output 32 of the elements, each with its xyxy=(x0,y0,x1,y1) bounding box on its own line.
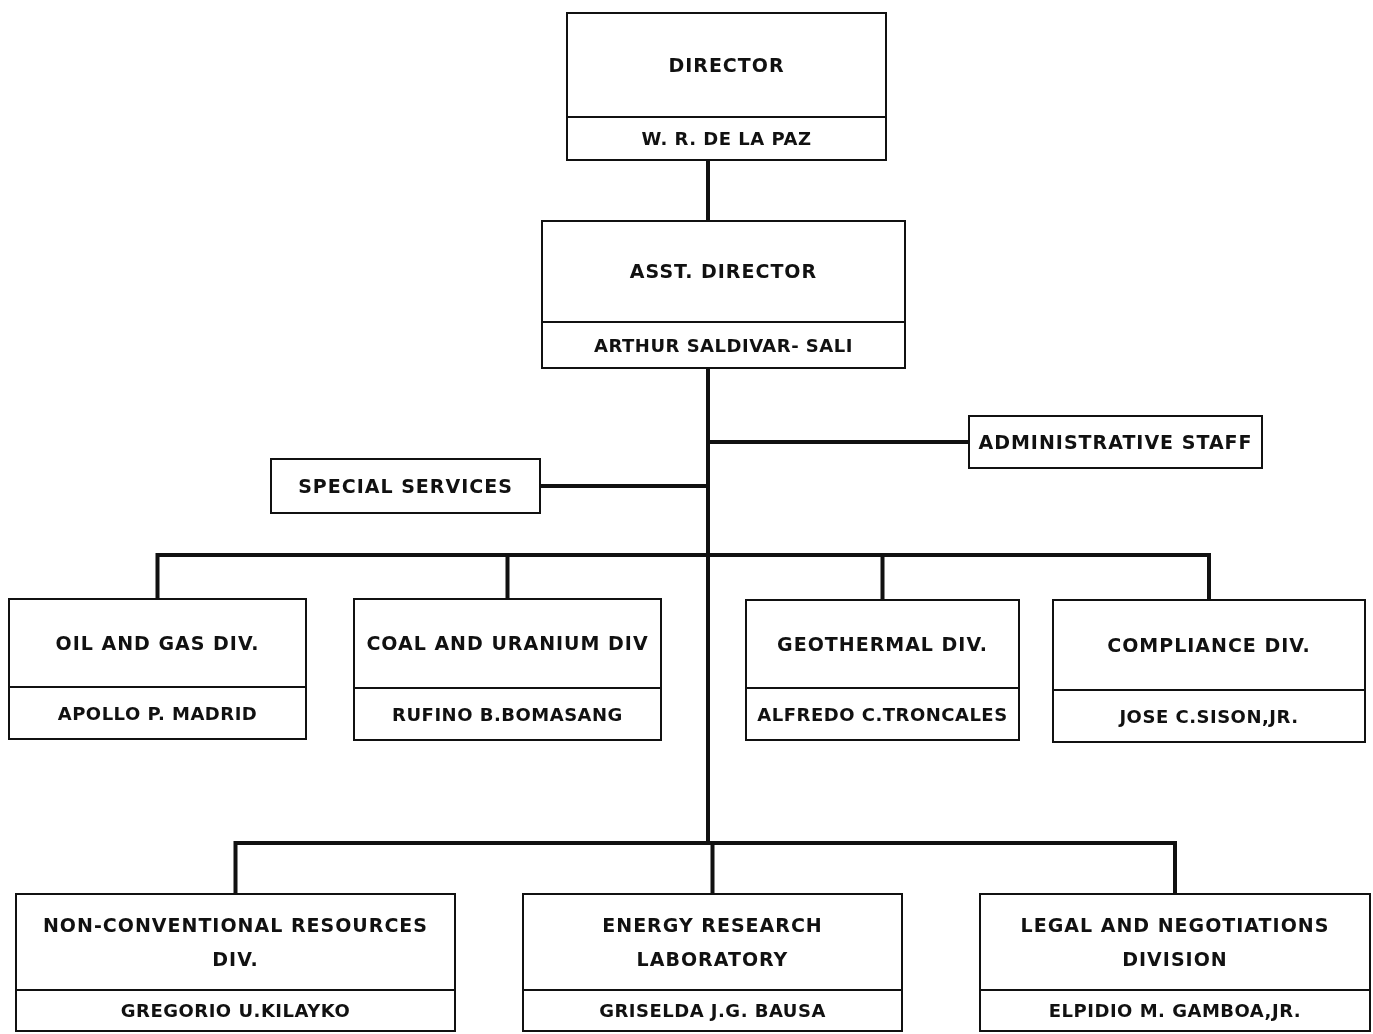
org-box xyxy=(8,598,307,740)
unit-title: ADMINISTRATIVE STAFF xyxy=(978,429,1253,455)
org-box xyxy=(745,599,1020,741)
org-box xyxy=(270,458,541,514)
org-box xyxy=(353,598,662,741)
org-box xyxy=(522,893,903,1032)
unit-title: SPECIAL SERVICES xyxy=(298,473,513,499)
person-name: ELPIDIO M. GAMBOA,JR. xyxy=(1048,1000,1302,1021)
unit-title: COAL AND URANIUM DIV xyxy=(366,631,649,657)
person-name: RUFINO B.BOMASANG xyxy=(392,703,623,725)
person-name: GRISELDA J.G. BAUSA xyxy=(599,1000,826,1021)
person-name: APOLLO P. MADRID xyxy=(57,702,258,724)
connector-line xyxy=(706,161,710,220)
unit-title: LEGAL AND NEGOTIATIONS DIVISION xyxy=(1019,912,1331,972)
person-name: JOSE C.SISON,JR. xyxy=(1119,705,1299,727)
unit-title: NON-CONVENTIONAL RESOURCES DIV. xyxy=(41,912,429,972)
org-box xyxy=(1052,599,1366,743)
unit-title: COMPLIANCE DIV. xyxy=(1107,632,1311,658)
person-name: ARTHUR SALDIVAR- SALI xyxy=(594,334,853,356)
unit-title: OIL AND GAS DIV. xyxy=(55,630,260,656)
unit-title: ASST. DIRECTOR xyxy=(629,259,818,285)
org-box xyxy=(15,893,456,1032)
unit-title: GEOTHERMAL DIV. xyxy=(777,631,988,657)
org-box xyxy=(541,220,906,369)
person-name: GREGORIO U.KILAYKO xyxy=(120,1000,351,1021)
org-box xyxy=(979,893,1371,1032)
unit-title: DIRECTOR xyxy=(668,52,785,78)
person-name: W. R. DE LA PAZ xyxy=(641,128,812,149)
person-name: ALFREDO C.TRONCALES xyxy=(757,703,1008,725)
org-box xyxy=(566,12,887,161)
unit-title: ENERGY RESEARCH LABORATORY xyxy=(601,912,824,972)
org-box xyxy=(968,415,1263,469)
